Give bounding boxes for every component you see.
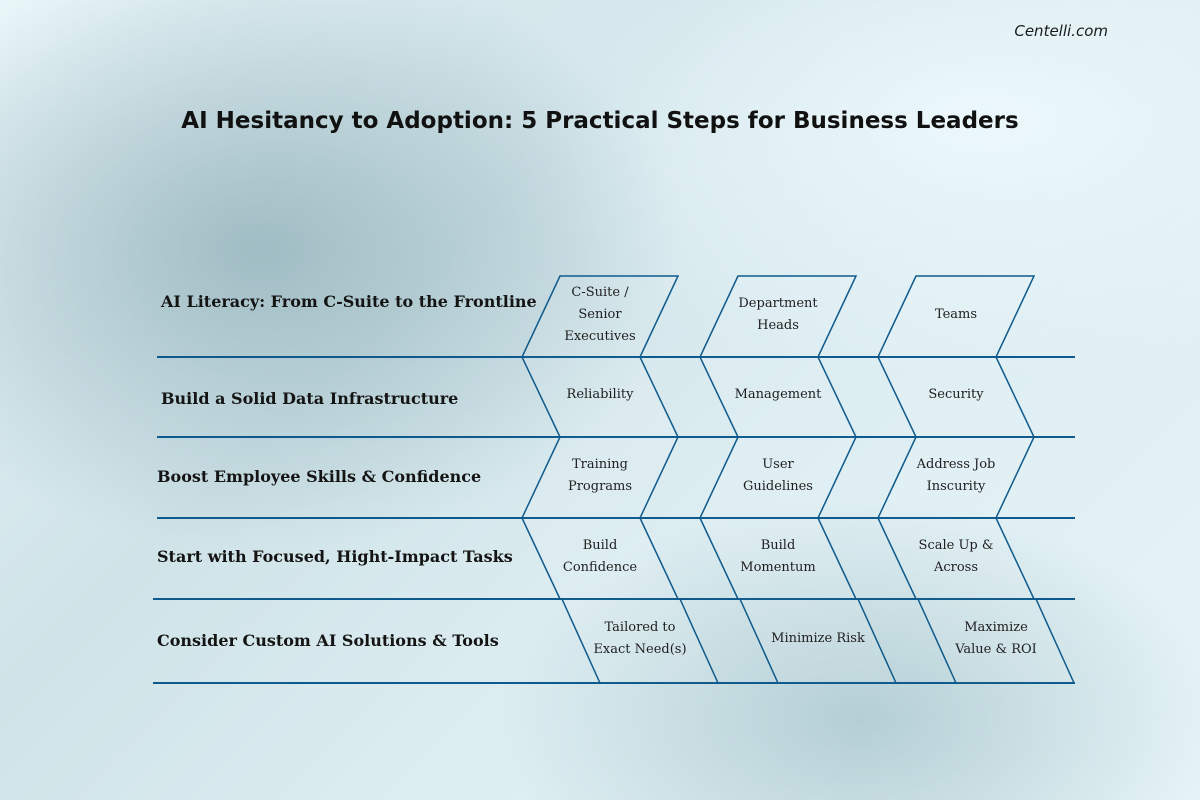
row-label: Consider Custom AI Solutions & Tools (157, 631, 499, 650)
step-cell-text: Management (734, 387, 822, 402)
brand-watermark: Centelli.com (1014, 22, 1108, 40)
step-cell-text: Teams (934, 306, 978, 322)
step-cell-shape (560, 598, 720, 684)
step-cell-text: Minimize Risk (771, 631, 865, 646)
step-cell-text: Reliability (566, 387, 634, 402)
step-cell-text: Scale Up &Across (918, 537, 994, 575)
step-cell-text: Security (928, 387, 984, 402)
page-title: AI Hesitancy to Adoption: 5 Practical St… (181, 108, 1019, 134)
row-label: Build a Solid Data Infrastructure (161, 389, 459, 408)
step-cell-shape (916, 598, 1076, 684)
step-cell-shape (738, 598, 898, 684)
row-label: Start with Focused, Hight-Impact Tasks (157, 547, 513, 566)
row-label: Boost Employee Skills & Confidence (157, 467, 482, 486)
row-label: AI Literacy: From C-Suite to the Frontli… (161, 292, 537, 311)
